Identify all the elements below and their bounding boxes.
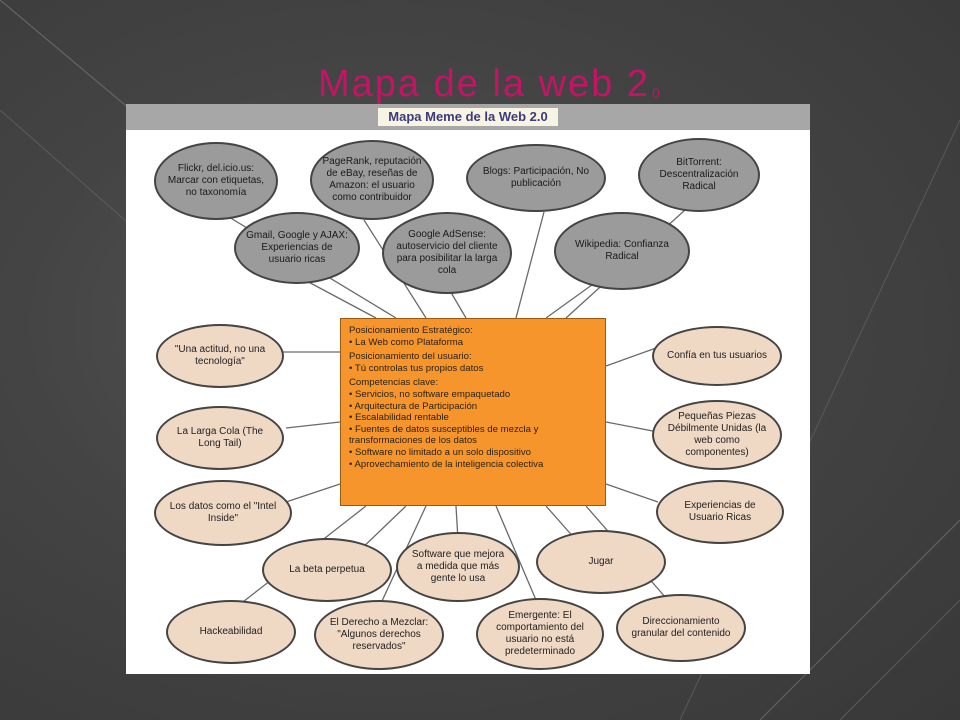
node-actitud: "Una actitud, no una tecnología" (156, 324, 284, 388)
node-wikipedia: Wikipedia: Confianza Radical (554, 212, 690, 290)
node-flickr-delicious: Flickr, del.icio.us: Marcar con etiqueta… (154, 142, 278, 220)
diagram-banner: Mapa Meme de la Web 2.0 (126, 104, 810, 130)
center-heading-strategic: Posicionamiento Estratégico: (349, 325, 473, 336)
center-item: • Software no limitado a un solo disposi… (349, 446, 532, 458)
center-item: • Fuentes de datos susceptibles de mezcl… (349, 423, 539, 447)
node-intel-inside: Los datos como el "Intel Inside" (154, 480, 292, 546)
central-concepts-box: Posicionamiento Estratégico: • La Web co… (340, 318, 606, 506)
center-heading-competencies: Competencias clave: (349, 377, 439, 389)
slide-title-main: Mapa de la web 2 (318, 63, 650, 105)
node-gmail-ajax: Gmail, Google y AJAX: Experiencias de us… (234, 212, 360, 284)
node-bittorrent: BitTorrent: Descentralización Radical (638, 138, 760, 212)
node-pagerank: PageRank, reputación de eBay, reseñas de… (310, 140, 434, 220)
center-item: • Escalabilidad rentable (349, 412, 449, 424)
node-beta-perpetua: La beta perpetua (262, 538, 392, 602)
node-larga-cola: La Larga Cola (The Long Tail) (156, 406, 284, 470)
diagram-banner-title: Mapa Meme de la Web 2.0 (378, 108, 558, 126)
node-direccionamiento: Direccionamiento granular del contenido (616, 594, 746, 662)
node-experiencias: Experiencias de Usuario Ricas (656, 480, 784, 544)
meme-map-diagram: Mapa Meme de la Web 2.0 Flickr, de (126, 104, 810, 674)
node-google-adsense: Google AdSense: autoservicio del cliente… (382, 212, 512, 294)
center-item: • La Web como Plataforma (349, 336, 464, 348)
node-confia: Confía en tus usuarios (652, 326, 782, 386)
center-heading-user: Posicionamiento del usuario: (349, 351, 472, 363)
node-software-mejora: Software que mejora a medida que más gen… (396, 532, 520, 602)
node-jugar: Jugar (536, 530, 666, 594)
center-item: • Servicios, no software empaquetado (349, 388, 511, 400)
center-item: • Tú controlas tus propios datos (349, 362, 484, 374)
center-item: • Aprovechamiento de la inteligencia col… (349, 458, 544, 470)
node-pequenas-piezas: Pequeñas Piezas Débilmente Unidas (la we… (652, 400, 782, 470)
node-emergente: Emergente: El comportamiento del usuario… (476, 598, 604, 670)
center-item: • Arquitectura de Participación (349, 400, 478, 412)
node-hackeabilidad: Hackeabilidad (166, 600, 296, 664)
node-blogs: Blogs: Participación, No publicación (466, 144, 606, 212)
slide-title-subscript: 0 (651, 85, 660, 101)
node-derecho-mezclar: El Derecho a Mezclar: "Algunos derechos … (314, 600, 444, 670)
